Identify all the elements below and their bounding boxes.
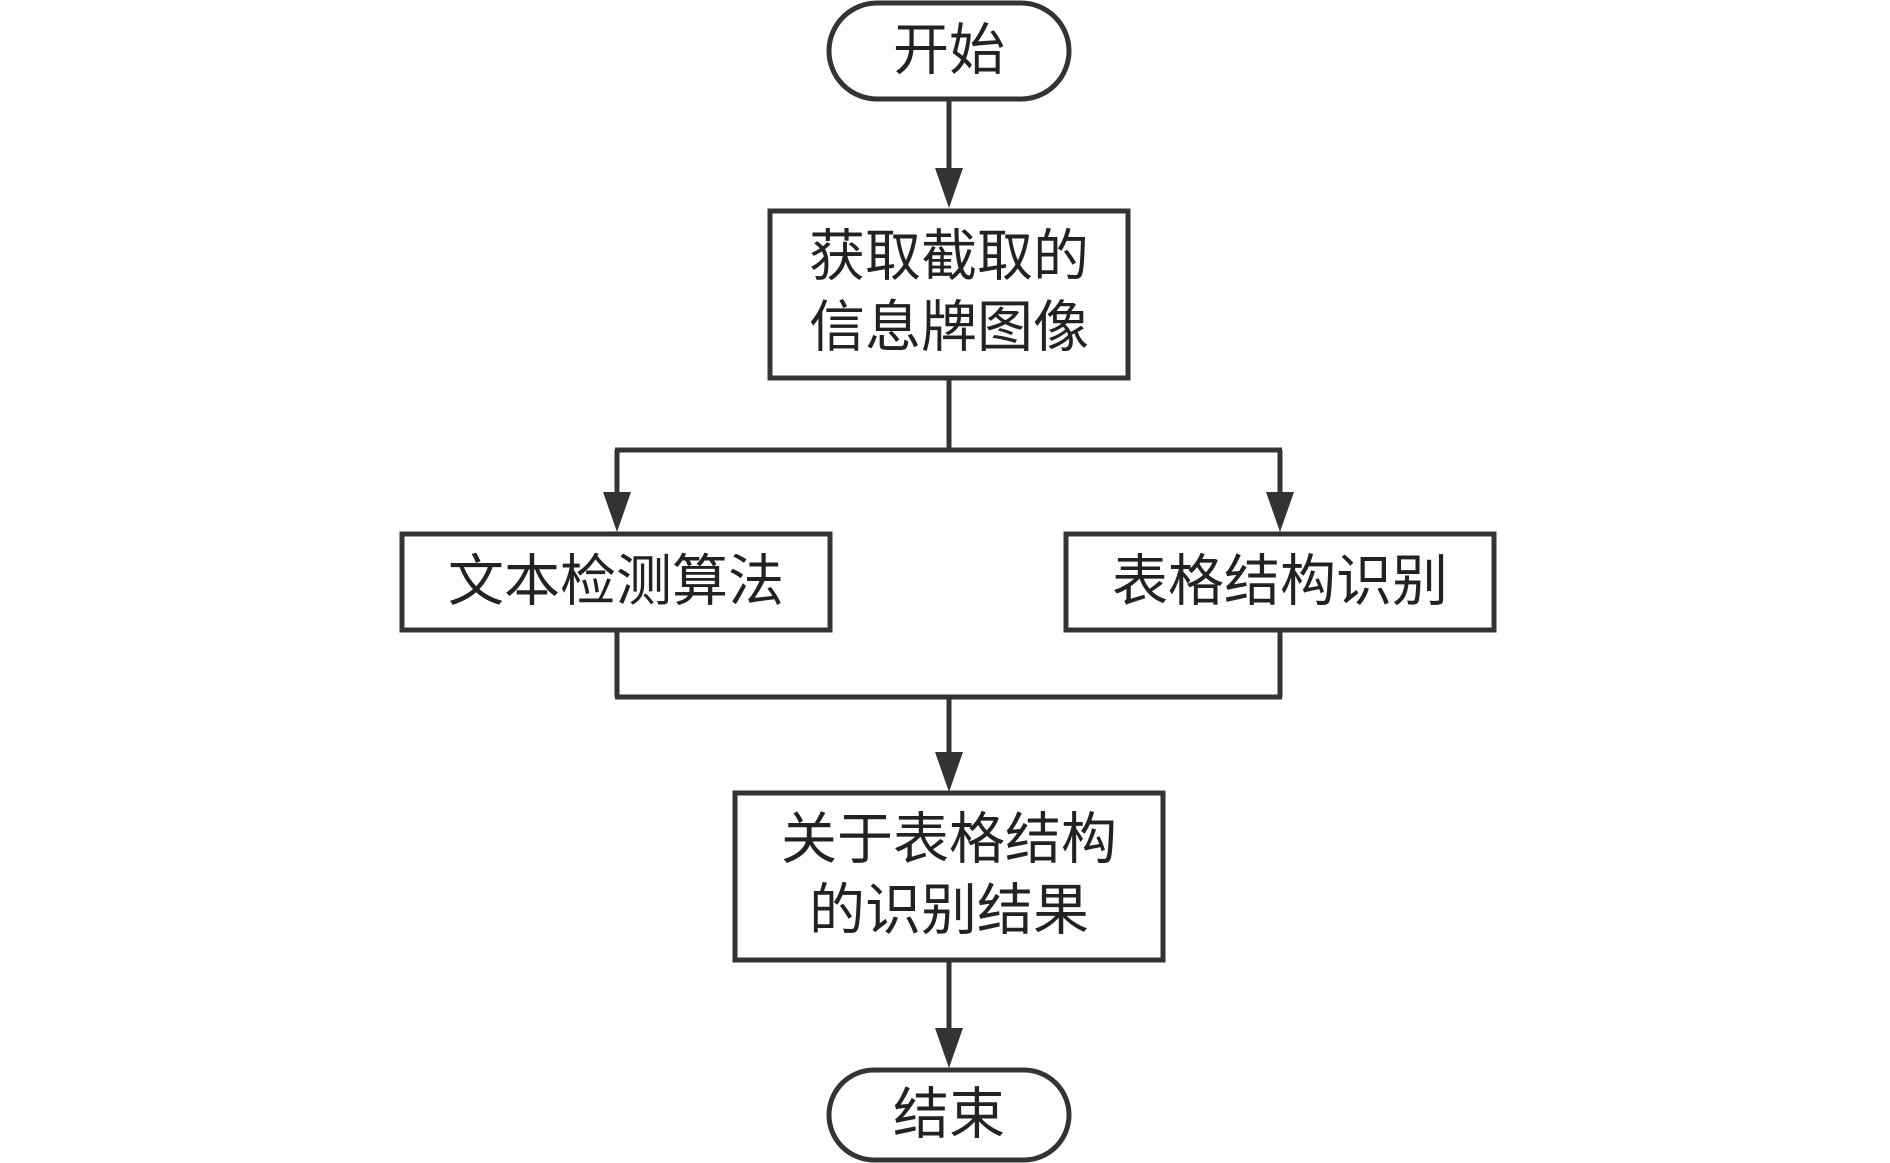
result-label-line-2: 的识别结果	[809, 879, 1089, 944]
text-detection-process-shape	[399, 531, 833, 633]
end-label: 结束	[893, 1083, 1005, 1148]
end-terminal-shape	[826, 1067, 1072, 1163]
result-node: 关于表格结构 的识别结果	[732, 790, 1166, 963]
table-recognition-process-shape	[1063, 531, 1497, 633]
start-node: 开始	[826, 0, 1072, 102]
start-terminal-shape	[826, 0, 1072, 102]
acquire-node: 获取截取的 信息牌图像	[767, 208, 1131, 381]
acquire-process-shape	[767, 208, 1131, 381]
result-label-line-1: 关于表格结构	[781, 808, 1117, 873]
edges	[603, 99, 1294, 1068]
start-label: 开始	[893, 19, 1005, 84]
table-recognition-node: 表格结构识别	[1063, 531, 1497, 633]
acquire-label-line-1: 获取截取的	[809, 225, 1089, 290]
arrowhead-acquire	[935, 168, 963, 208]
text-detection-label: 文本检测算法	[448, 550, 784, 615]
arrowhead-text-detection	[603, 492, 631, 532]
arrowhead-result	[935, 752, 963, 792]
table-recognition-label: 表格结构识别	[1112, 550, 1448, 615]
result-process-shape	[732, 790, 1166, 963]
arrowhead-end	[935, 1028, 963, 1068]
end-node: 结束	[826, 1067, 1072, 1163]
acquire-label-line-2: 信息牌图像	[809, 296, 1089, 361]
arrowhead-table-recognition	[1266, 492, 1294, 532]
text-detection-node: 文本检测算法	[399, 531, 833, 633]
